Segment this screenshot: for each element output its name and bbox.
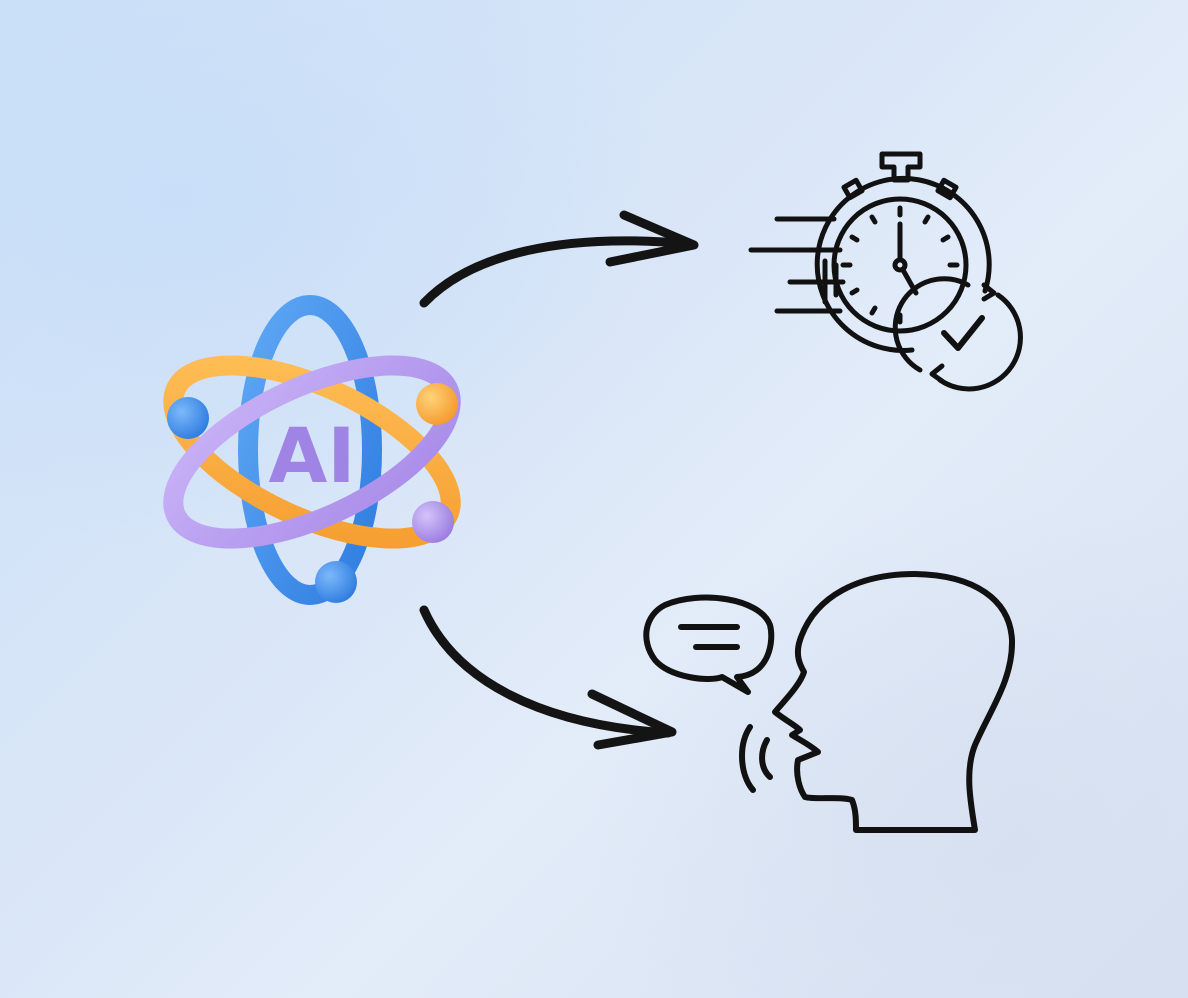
speech-bubble-icon (643, 594, 775, 695)
arrow-to-speaker (419, 605, 677, 750)
orbit-blue (238, 295, 382, 605)
ai-label: AI (268, 411, 355, 500)
arrow-to-stopwatch (419, 210, 699, 308)
orbit-ball-purple (412, 501, 454, 543)
orbit-ball-blue-bottom (315, 561, 357, 603)
orbit-ball-orange (416, 383, 458, 425)
orbit-ball-blue-left (167, 397, 209, 439)
